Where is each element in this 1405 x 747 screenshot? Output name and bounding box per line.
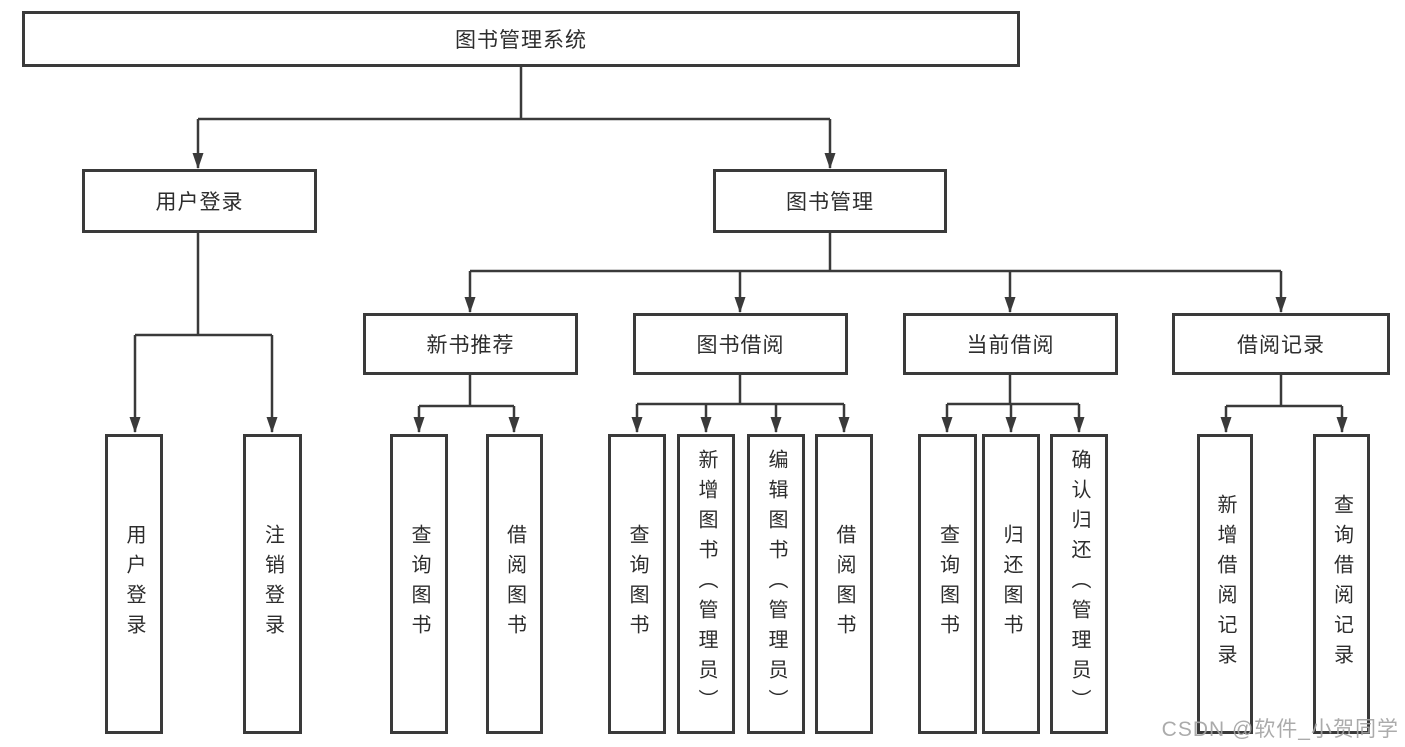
leaf-user-login-label: 用户登录 <box>123 524 145 644</box>
node-current-borrow: 当前借阅 <box>903 313 1118 375</box>
node-user-login: 用户登录 <box>82 169 317 233</box>
leaf-query-books-3-label: 查询图书 <box>936 524 959 644</box>
leaf-logout: 注销登录 <box>243 434 302 734</box>
leaf-borrow-books-1: 借阅图书 <box>486 434 543 734</box>
leaf-user-login: 用户登录 <box>105 434 163 734</box>
leaf-logout-label: 注销登录 <box>261 524 284 644</box>
leaf-borrow-books-2-label: 借阅图书 <box>833 524 855 644</box>
leaf-edit-books-admin: 编辑图书（管理员） <box>747 434 805 734</box>
leaf-query-books-1: 查询图书 <box>390 434 448 734</box>
leaf-add-borrow-record-label: 新增借阅记录 <box>1214 494 1236 674</box>
node-book-management: 图书管理 <box>713 169 947 233</box>
csdn-watermark: CSDN @软件_小贺同学 <box>1161 718 1399 741</box>
leaf-query-books-2-label: 查询图书 <box>626 524 648 644</box>
leaf-edit-books-admin-label: 编辑图书（管理员） <box>765 449 787 719</box>
leaf-add-books-admin-label: 新增图书（管理员） <box>695 449 717 719</box>
leaf-query-borrow-record: 查询借阅记录 <box>1313 434 1370 734</box>
leaf-return-books-label: 归还图书 <box>1000 524 1022 644</box>
node-book-borrow: 图书借阅 <box>633 313 848 375</box>
leaf-query-books-3: 查询图书 <box>918 434 977 734</box>
node-new-book-recommend: 新书推荐 <box>363 313 578 375</box>
leaf-borrow-books-1-label: 借阅图书 <box>503 524 526 644</box>
node-root: 图书管理系统 <box>22 11 1020 67</box>
node-borrow-records: 借阅记录 <box>1172 313 1390 375</box>
leaf-confirm-return-admin: 确认归还（管理员） <box>1050 434 1108 734</box>
leaf-return-books: 归还图书 <box>982 434 1040 734</box>
leaf-add-books-admin: 新增图书（管理员） <box>677 434 735 734</box>
leaf-borrow-books-2: 借阅图书 <box>815 434 873 734</box>
leaf-query-books-2: 查询图书 <box>608 434 666 734</box>
leaf-query-books-1-label: 查询图书 <box>408 524 430 644</box>
leaf-query-borrow-record-label: 查询借阅记录 <box>1330 494 1353 674</box>
leaf-add-borrow-record: 新增借阅记录 <box>1197 434 1253 734</box>
leaf-confirm-return-admin-label: 确认归还（管理员） <box>1068 449 1090 719</box>
